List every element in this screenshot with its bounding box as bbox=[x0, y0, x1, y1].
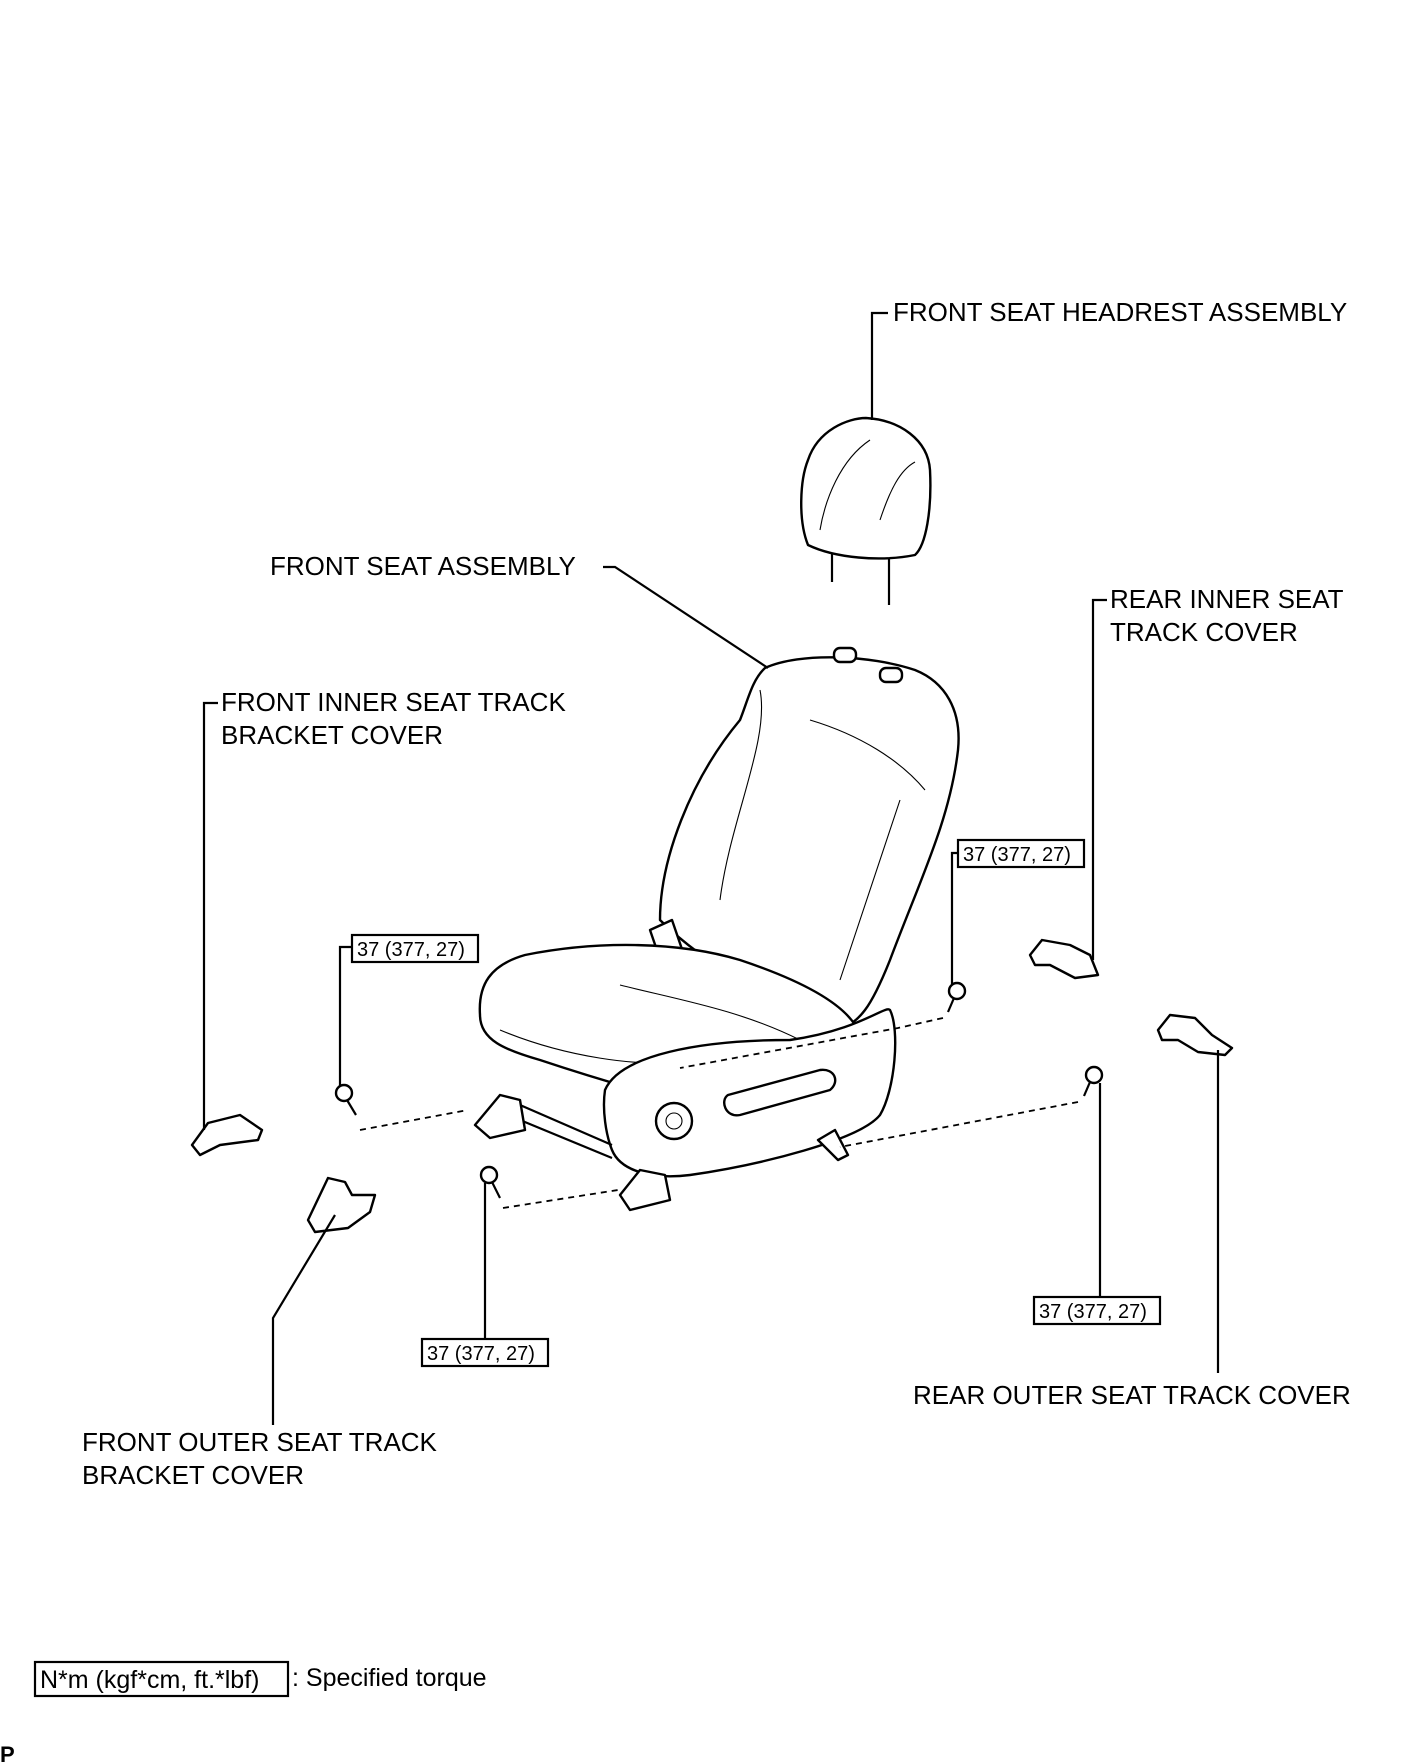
label-seat-assembly: FRONT SEAT ASSEMBLY bbox=[270, 551, 576, 581]
label-headrest: FRONT SEAT HEADREST ASSEMBLY bbox=[893, 297, 1347, 327]
installation-lines bbox=[359, 1017, 1079, 1209]
label-front-inner-2: BRACKET COVER bbox=[221, 720, 443, 750]
svg-text:37 (377, 27): 37 (377, 27) bbox=[963, 844, 1071, 866]
label-front-outer-2: BRACKET COVER bbox=[82, 1460, 304, 1490]
label-rear-outer: REAR OUTER SEAT TRACK COVER bbox=[913, 1380, 1351, 1410]
torque-box-right-lower: 37 (377, 27) bbox=[1032, 1295, 1162, 1326]
front-outer-cover-part bbox=[306, 1176, 377, 1234]
bolt-left-lower bbox=[479, 1165, 501, 1199]
corner-mark: P bbox=[0, 1742, 15, 1763]
bolt-right-upper bbox=[946, 981, 967, 1013]
torque-box-left-lower: 37 (377, 27) bbox=[420, 1337, 550, 1368]
legend: N*m (kgf*cm, ft.*lbf) : Specified torque bbox=[33, 1660, 487, 1698]
svg-text:37 (377, 27): 37 (377, 27) bbox=[357, 939, 465, 961]
label-rear-inner-1: REAR INNER SEAT bbox=[1110, 584, 1344, 614]
label-front-outer-1: FRONT OUTER SEAT TRACK bbox=[82, 1427, 438, 1457]
label-rear-inner-2: TRACK COVER bbox=[1110, 617, 1298, 647]
legend-text: : Specified torque bbox=[292, 1664, 487, 1692]
label-front-inner-1: FRONT INNER SEAT TRACK bbox=[221, 687, 566, 717]
legend-unit: N*m (kgf*cm, ft.*lbf) bbox=[40, 1666, 259, 1694]
headrest-part bbox=[800, 416, 932, 605]
svg-text:37 (377, 27): 37 (377, 27) bbox=[427, 1343, 535, 1365]
svg-text:37 (377, 27): 37 (377, 27) bbox=[1039, 1301, 1147, 1323]
leader-lines bbox=[202, 311, 1220, 1425]
rear-inner-cover-part bbox=[1028, 938, 1100, 980]
bolt-left-upper bbox=[334, 1083, 357, 1116]
torque-box-right-upper: 37 (377, 27) bbox=[956, 838, 1086, 869]
bolt-right-lower bbox=[1082, 1065, 1104, 1097]
front-inner-cover-part bbox=[190, 1113, 264, 1157]
torque-box-left-upper: 37 (377, 27) bbox=[350, 933, 480, 964]
rear-outer-cover-part bbox=[1156, 1013, 1234, 1057]
seat-part bbox=[473, 646, 960, 1212]
